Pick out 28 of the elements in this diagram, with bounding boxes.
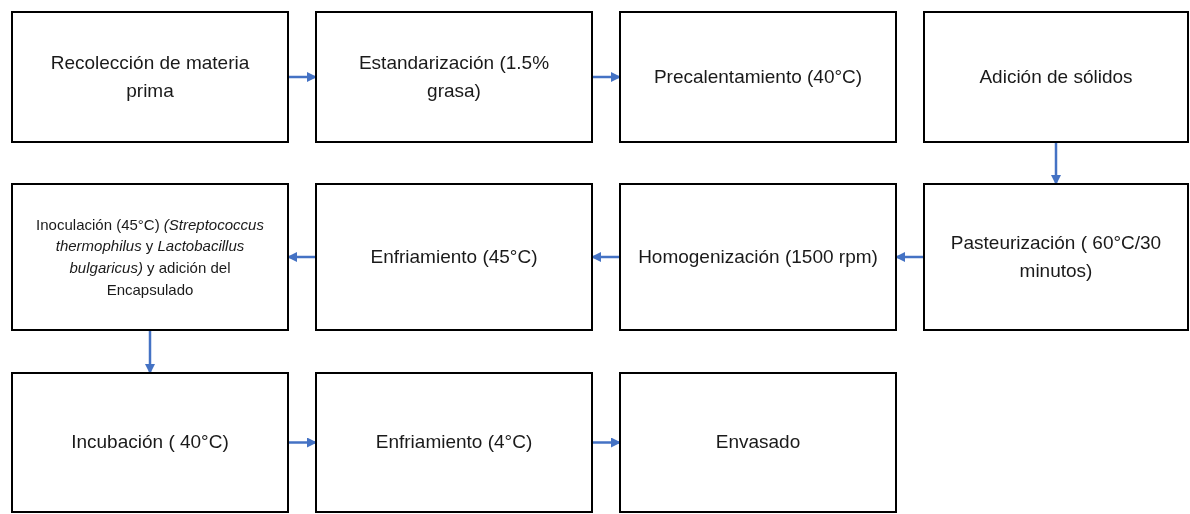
process-box [315, 183, 593, 331]
process-box [11, 183, 289, 331]
step-text: Incubación ( 40°C) [71, 430, 229, 455]
process-box [619, 183, 897, 331]
process-box [619, 372, 897, 513]
arrow [145, 331, 155, 374]
arrow [289, 72, 317, 82]
step-text: Pasteurización ( 60°C/30 minutos) [949, 230, 1163, 283]
process-box [923, 183, 1189, 331]
step-text: Estandarización (1.5% grasa) [357, 50, 551, 103]
process-box [11, 11, 289, 143]
step-text: Recolección de materia prima [49, 50, 251, 103]
process-box [315, 11, 593, 143]
step-text: Homogenización (1500 rpm) [638, 244, 878, 269]
process-box [315, 372, 593, 513]
arrow [593, 72, 621, 82]
step-text: Enfriamiento (4°C) [375, 430, 533, 455]
arrow [593, 437, 621, 448]
process-box [11, 372, 289, 513]
arrow [289, 437, 317, 448]
process-box [923, 11, 1189, 143]
process-box [619, 11, 897, 143]
step-text: Inoculación (45°C) (Streptococcus thermophilus y Lactobacillus bulgaricus) y adición del Encapsulado [35, 214, 265, 300]
step-text: Enfriamiento (45°C) [370, 244, 538, 269]
arrow [1051, 143, 1061, 185]
step-text: Envasado [715, 430, 801, 455]
step-text: Precalentamiento (40°C) [653, 64, 863, 89]
step-text: Adición de sólidos [979, 64, 1133, 89]
